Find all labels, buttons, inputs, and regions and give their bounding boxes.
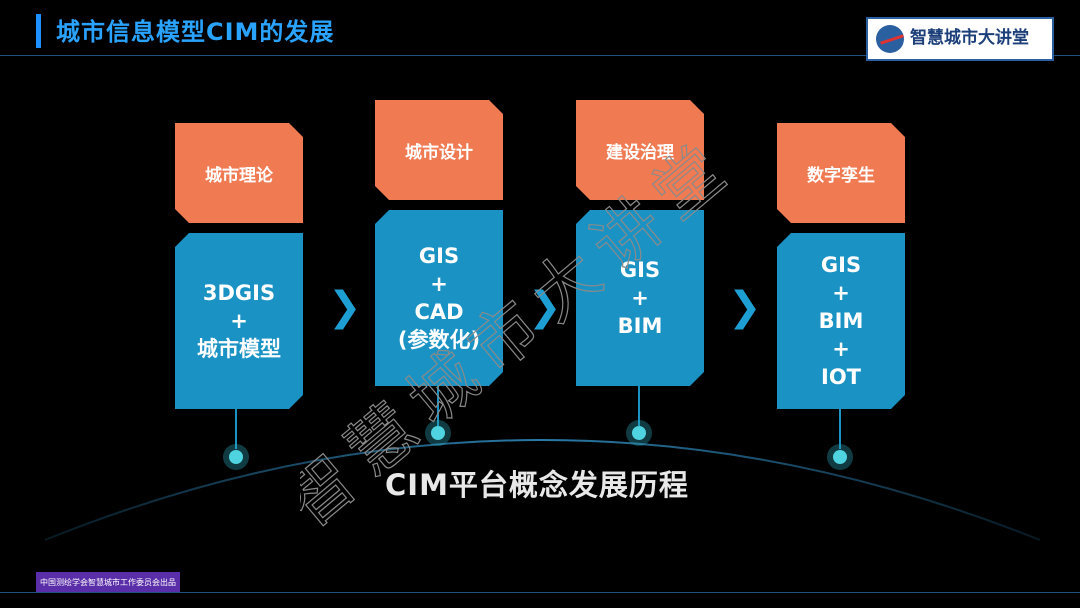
stage-4-line-4: + bbox=[832, 337, 850, 361]
stage-1-line-3: 城市模型 bbox=[197, 337, 281, 361]
stage-1-tag-label: 城市理论 bbox=[205, 165, 273, 186]
footer-badge: 中国测绘学会智慧城市工作委员会出品 bbox=[36, 572, 180, 592]
stage-4-line-1: GIS bbox=[820, 253, 862, 277]
stage-3-box: GIS + BIM bbox=[576, 210, 704, 386]
stage-1-line-1: 3DGIS bbox=[202, 281, 276, 305]
stage-3-tag: 建设治理 bbox=[576, 100, 704, 200]
stage-4-stem bbox=[839, 409, 841, 449]
chevron-right-icon: ❯ bbox=[328, 284, 362, 330]
stage-2-line-1: GIS bbox=[418, 244, 460, 268]
stage-4-line-2: + bbox=[832, 281, 850, 305]
stage-2-box: GIS + CAD (参数化) bbox=[375, 210, 503, 386]
header-divider bbox=[0, 55, 1080, 56]
stage-3-line-3: BIM bbox=[617, 314, 663, 338]
stage-2-tag: 城市设计 bbox=[375, 100, 503, 200]
stage-1-node bbox=[229, 450, 243, 464]
stage-4-line-5: IOT bbox=[821, 365, 861, 389]
title-accent-bar bbox=[36, 14, 41, 48]
stage-1-line-2: + bbox=[230, 309, 248, 333]
chevron-right-icon: ❯ bbox=[728, 284, 762, 330]
logo-mark-icon bbox=[876, 25, 904, 53]
stage-1-stem bbox=[235, 409, 237, 449]
stage-2-stem bbox=[437, 386, 439, 426]
stage-4-line-3: BIM bbox=[818, 309, 864, 333]
stage-4-tag: 数字孪生 bbox=[777, 123, 905, 223]
stage-3-line-1: GIS bbox=[619, 258, 661, 282]
stage-2-line-2: + bbox=[430, 272, 448, 296]
stage-3-tag-label: 建设治理 bbox=[606, 142, 674, 163]
stage-4-box: GIS + BIM + IOT bbox=[777, 233, 905, 409]
stage-4-tag-label: 数字孪生 bbox=[807, 165, 875, 186]
timeline-label: CIM平台概念发展历程 bbox=[385, 468, 689, 502]
stage-2-line-4: (参数化) bbox=[397, 328, 481, 352]
stage-2-line-3: CAD bbox=[414, 300, 464, 324]
logo-text: 智慧城市大讲堂 bbox=[910, 28, 1029, 48]
brand-logo: 智慧城市大讲堂 bbox=[866, 17, 1054, 61]
stage-4-node bbox=[833, 450, 847, 464]
stage-1-box: 3DGIS + 城市模型 bbox=[175, 233, 303, 409]
stage-3-stem bbox=[638, 386, 640, 426]
stage-2-tag-label: 城市设计 bbox=[405, 142, 473, 163]
page-title: 城市信息模型CIM的发展 bbox=[56, 18, 335, 46]
stage-1-tag: 城市理论 bbox=[175, 123, 303, 223]
chevron-right-icon: ❯ bbox=[528, 284, 562, 330]
footer-divider bbox=[0, 592, 1080, 593]
stage-2-node bbox=[431, 426, 445, 440]
stage-3-node bbox=[632, 426, 646, 440]
stage-3-line-2: + bbox=[631, 286, 649, 310]
